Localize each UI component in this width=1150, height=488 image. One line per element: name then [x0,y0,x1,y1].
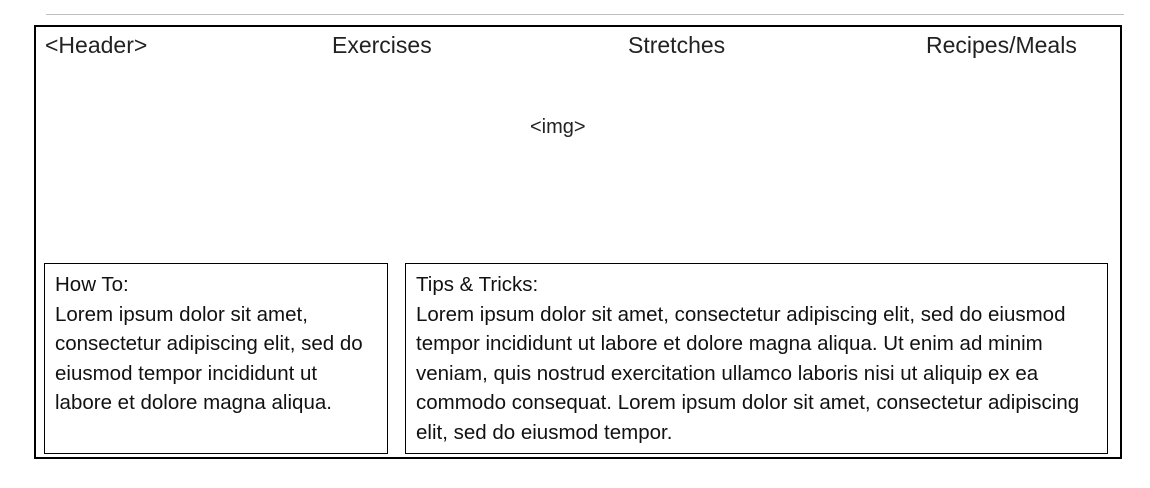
tips-box: Tips & Tricks: Lorem ipsum dolor sit ame… [405,263,1108,454]
nav-item-stretches[interactable]: Stretches [628,32,726,58]
nav-item-recipes-meals[interactable]: Recipes/Meals [926,32,1077,58]
tips-title: Tips & Tricks: [416,273,539,296]
page-frame [34,25,1122,459]
header-placeholder: <Header> [45,32,148,58]
nav-item-exercises[interactable]: Exercises [332,32,432,58]
tips-body: Lorem ipsum dolor sit amet, consectetur … [416,302,1080,444]
image-placeholder: <img> [530,116,586,138]
how-to-title: How To: [55,273,129,296]
top-rule [46,14,1124,15]
how-to-body: Lorem ipsum dolor sit amet, consectetur … [55,302,363,415]
how-to-box: How To: Lorem ipsum dolor sit amet, cons… [44,263,388,454]
